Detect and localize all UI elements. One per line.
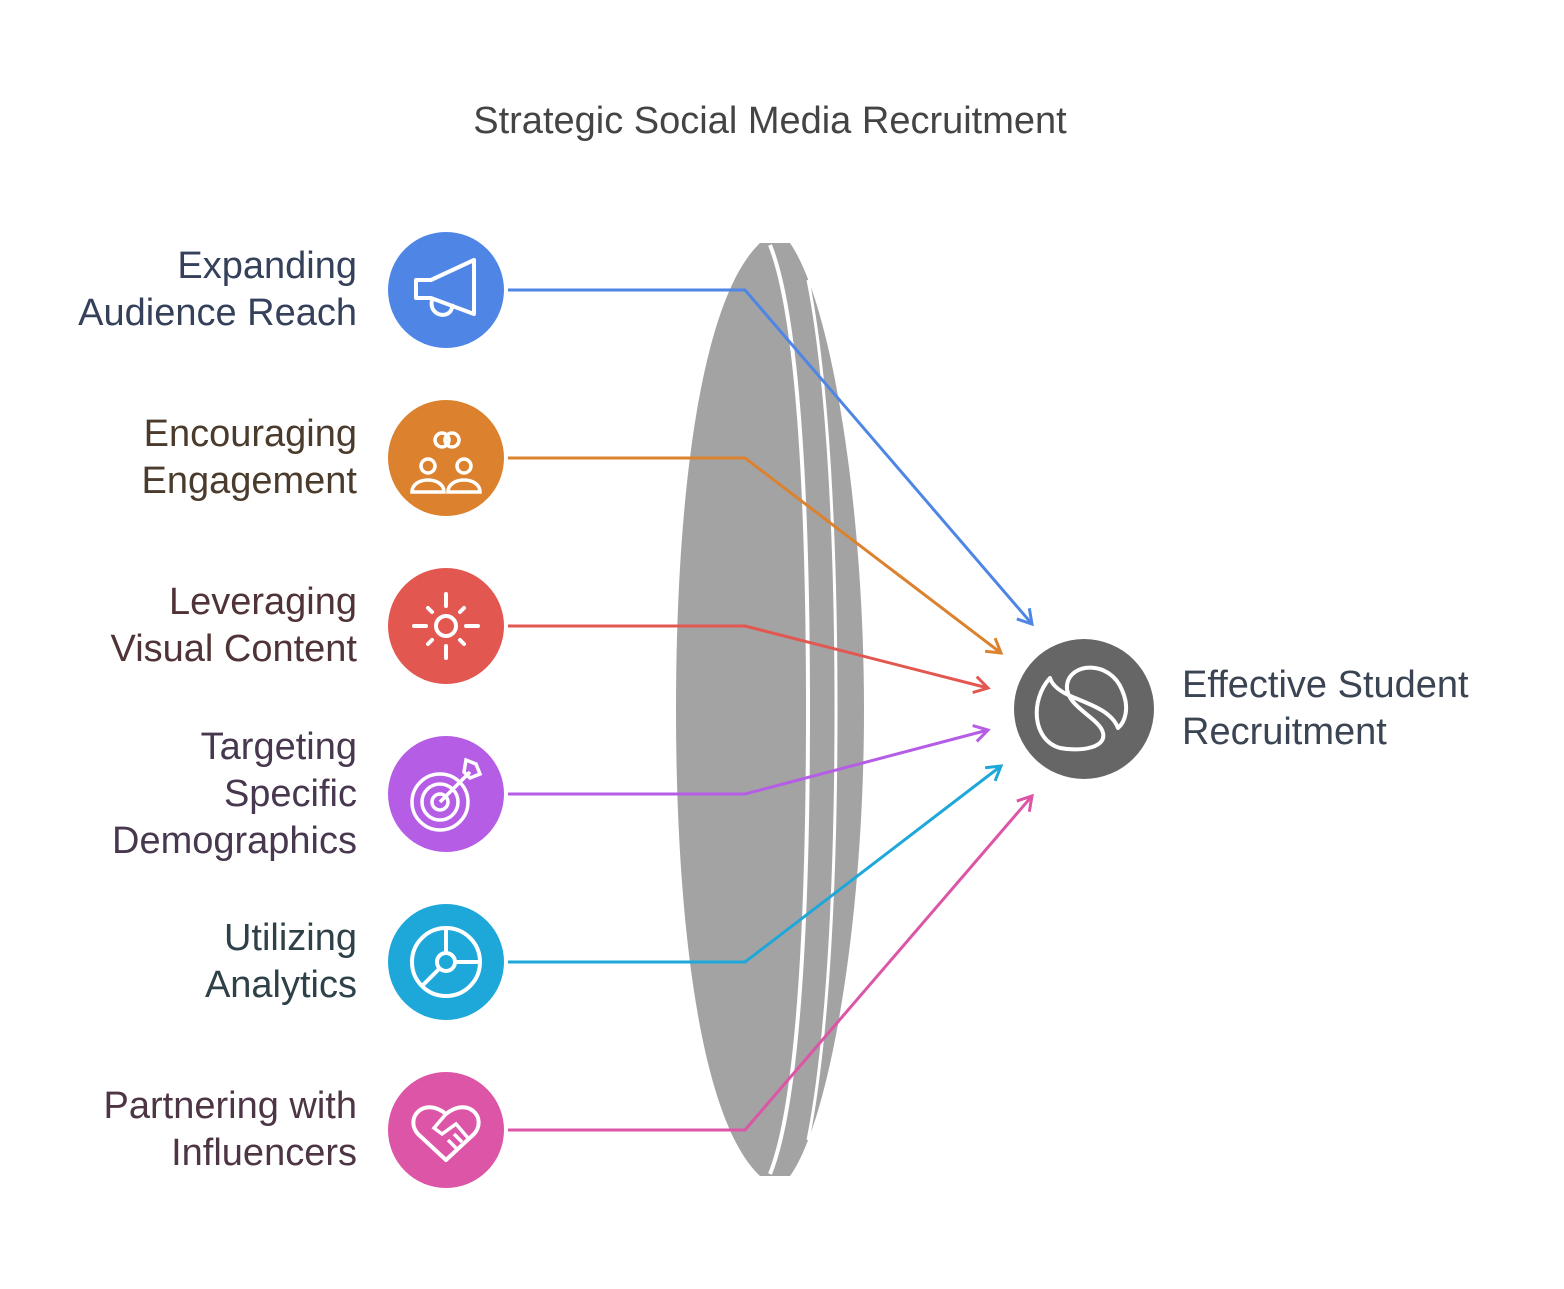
- input-node: [388, 736, 504, 852]
- label-line: Visual Content: [110, 628, 357, 670]
- label-line: Encouraging: [143, 413, 357, 455]
- people-link-icon: [410, 431, 482, 494]
- connector-arrow: [508, 724, 991, 796]
- handshake-heart-icon: [411, 1105, 481, 1162]
- label-line: Demographics: [112, 819, 357, 862]
- label-line: Expanding: [177, 245, 357, 287]
- sun-icon: [412, 592, 480, 660]
- pie-chart-icon: [410, 926, 482, 998]
- connector-arrow: [508, 456, 1004, 655]
- connector-arrow: [508, 288, 1034, 627]
- swirl-logo-icon: [1034, 665, 1129, 752]
- label-line: Specific: [223, 772, 357, 815]
- label-line: Targeting: [200, 725, 357, 768]
- connector-arrow: [508, 764, 1004, 964]
- label-line: Partnering with: [103, 1085, 357, 1127]
- lens: [676, 243, 864, 1176]
- label-line: Analytics: [204, 964, 357, 1006]
- input-node: [388, 568, 504, 684]
- label-line: Engagement: [141, 460, 358, 502]
- label-line: Audience Reach: [78, 292, 357, 334]
- diagram-title: Strategic Social Media Recruitment: [473, 100, 1067, 142]
- input-node: [388, 1072, 504, 1188]
- label-line: Influencers: [171, 1132, 357, 1174]
- megaphone-icon: [414, 258, 476, 317]
- label-line: Utilizing: [223, 917, 357, 959]
- input-node: [388, 904, 504, 1020]
- output-label: Effective Student Recruitment: [1182, 664, 1469, 753]
- label-line: Leveraging: [168, 581, 357, 623]
- input-node: [388, 232, 504, 348]
- connector-arrow: [508, 624, 991, 695]
- target-icon: [410, 757, 483, 832]
- connector-arrow: [508, 793, 1034, 1132]
- input-node: [388, 400, 504, 516]
- output-node: [1014, 639, 1154, 779]
